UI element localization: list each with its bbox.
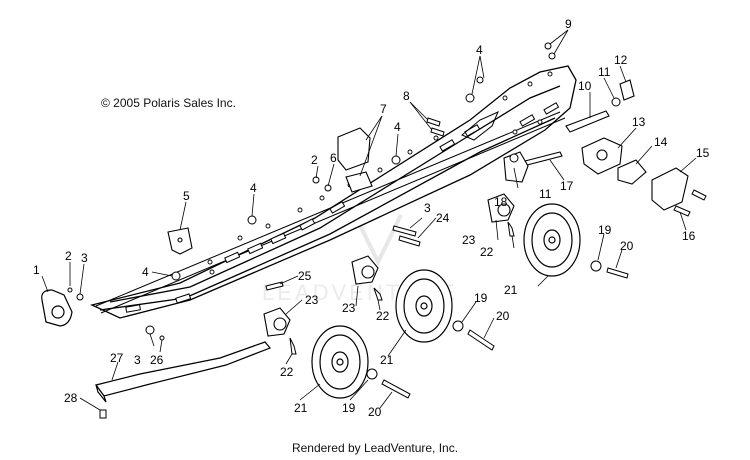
bogie-brackets xyxy=(263,193,515,337)
rail-slots xyxy=(125,102,560,313)
callout-labels: 1 2 3 4 5 4 2 6 7 4 8 4 9 10 11 12 13 14… xyxy=(33,17,710,419)
callout-1: 1 xyxy=(33,263,40,277)
callout-3c: 3 xyxy=(134,353,141,367)
rear-plate xyxy=(651,167,689,211)
stop-block xyxy=(337,127,373,193)
fasteners xyxy=(67,42,707,419)
front-bracket xyxy=(167,227,193,255)
callout-6: 6 xyxy=(330,151,337,165)
callout-11: 11 xyxy=(598,65,611,79)
callout-3b: 3 xyxy=(424,201,431,215)
clip-12 xyxy=(619,79,635,101)
callout-4b: 4 xyxy=(250,181,257,195)
leader-lines xyxy=(41,29,697,411)
footer-credit: Rendered by LeadVenture, Inc. xyxy=(291,441,459,455)
slide-runner xyxy=(94,341,271,403)
callout-4d: 4 xyxy=(476,43,483,57)
rail-window xyxy=(461,111,499,141)
front-tip-plate xyxy=(41,289,73,327)
callout-19b: 19 xyxy=(474,291,488,305)
callout-17: 17 xyxy=(560,179,574,193)
callout-19: 19 xyxy=(598,223,612,237)
adjuster-block xyxy=(617,159,647,185)
callout-5: 5 xyxy=(183,189,190,203)
callout-12: 12 xyxy=(614,53,628,67)
callout-21: 21 xyxy=(504,283,518,297)
callout-3: 3 xyxy=(81,251,88,265)
callout-14: 14 xyxy=(654,135,668,149)
callout-28: 28 xyxy=(64,391,78,405)
callout-13: 13 xyxy=(632,115,646,129)
callout-20: 20 xyxy=(620,239,634,253)
callout-10: 10 xyxy=(578,79,592,93)
callout-25: 25 xyxy=(298,269,312,283)
callout-2b: 2 xyxy=(311,153,318,167)
idler-wheels xyxy=(311,203,581,399)
wheel-lower xyxy=(311,325,369,399)
copyright-notice: © 2005 Polaris Sales Inc. xyxy=(101,96,236,110)
callout-19c: 19 xyxy=(342,401,356,415)
callout-4: 4 xyxy=(142,265,149,279)
callout-16: 16 xyxy=(682,229,696,243)
wheel-middle xyxy=(395,269,453,343)
callout-18: 18 xyxy=(494,195,508,209)
callout-27: 27 xyxy=(110,351,124,365)
callout-22c: 22 xyxy=(280,365,294,379)
callout-22b: 22 xyxy=(376,309,390,323)
callout-24: 24 xyxy=(436,211,450,225)
callout-20b: 20 xyxy=(496,309,510,323)
callout-26: 26 xyxy=(150,353,164,367)
callout-20c: 20 xyxy=(368,405,382,419)
callout-23b: 23 xyxy=(305,293,319,307)
callout-7: 7 xyxy=(380,102,387,116)
callout-8: 8 xyxy=(403,89,410,103)
callout-2: 2 xyxy=(65,249,72,263)
callout-21c: 21 xyxy=(294,401,308,415)
rail-lower-edge xyxy=(99,117,556,311)
wheel-upper xyxy=(523,203,581,277)
shaft-17 xyxy=(524,151,563,166)
callout-15: 15 xyxy=(696,146,710,160)
callout-21b: 21 xyxy=(380,353,394,367)
callout-23c: 23 xyxy=(342,301,356,315)
rear-axle-shaft xyxy=(565,110,610,133)
callout-23: 23 xyxy=(462,233,476,247)
rail-holes xyxy=(207,71,553,275)
callout-11b: 11 xyxy=(539,187,552,201)
rear-axle-assembly xyxy=(503,79,689,211)
callout-9: 9 xyxy=(565,17,572,31)
callout-4c: 4 xyxy=(394,120,401,134)
callout-22: 22 xyxy=(480,245,494,259)
